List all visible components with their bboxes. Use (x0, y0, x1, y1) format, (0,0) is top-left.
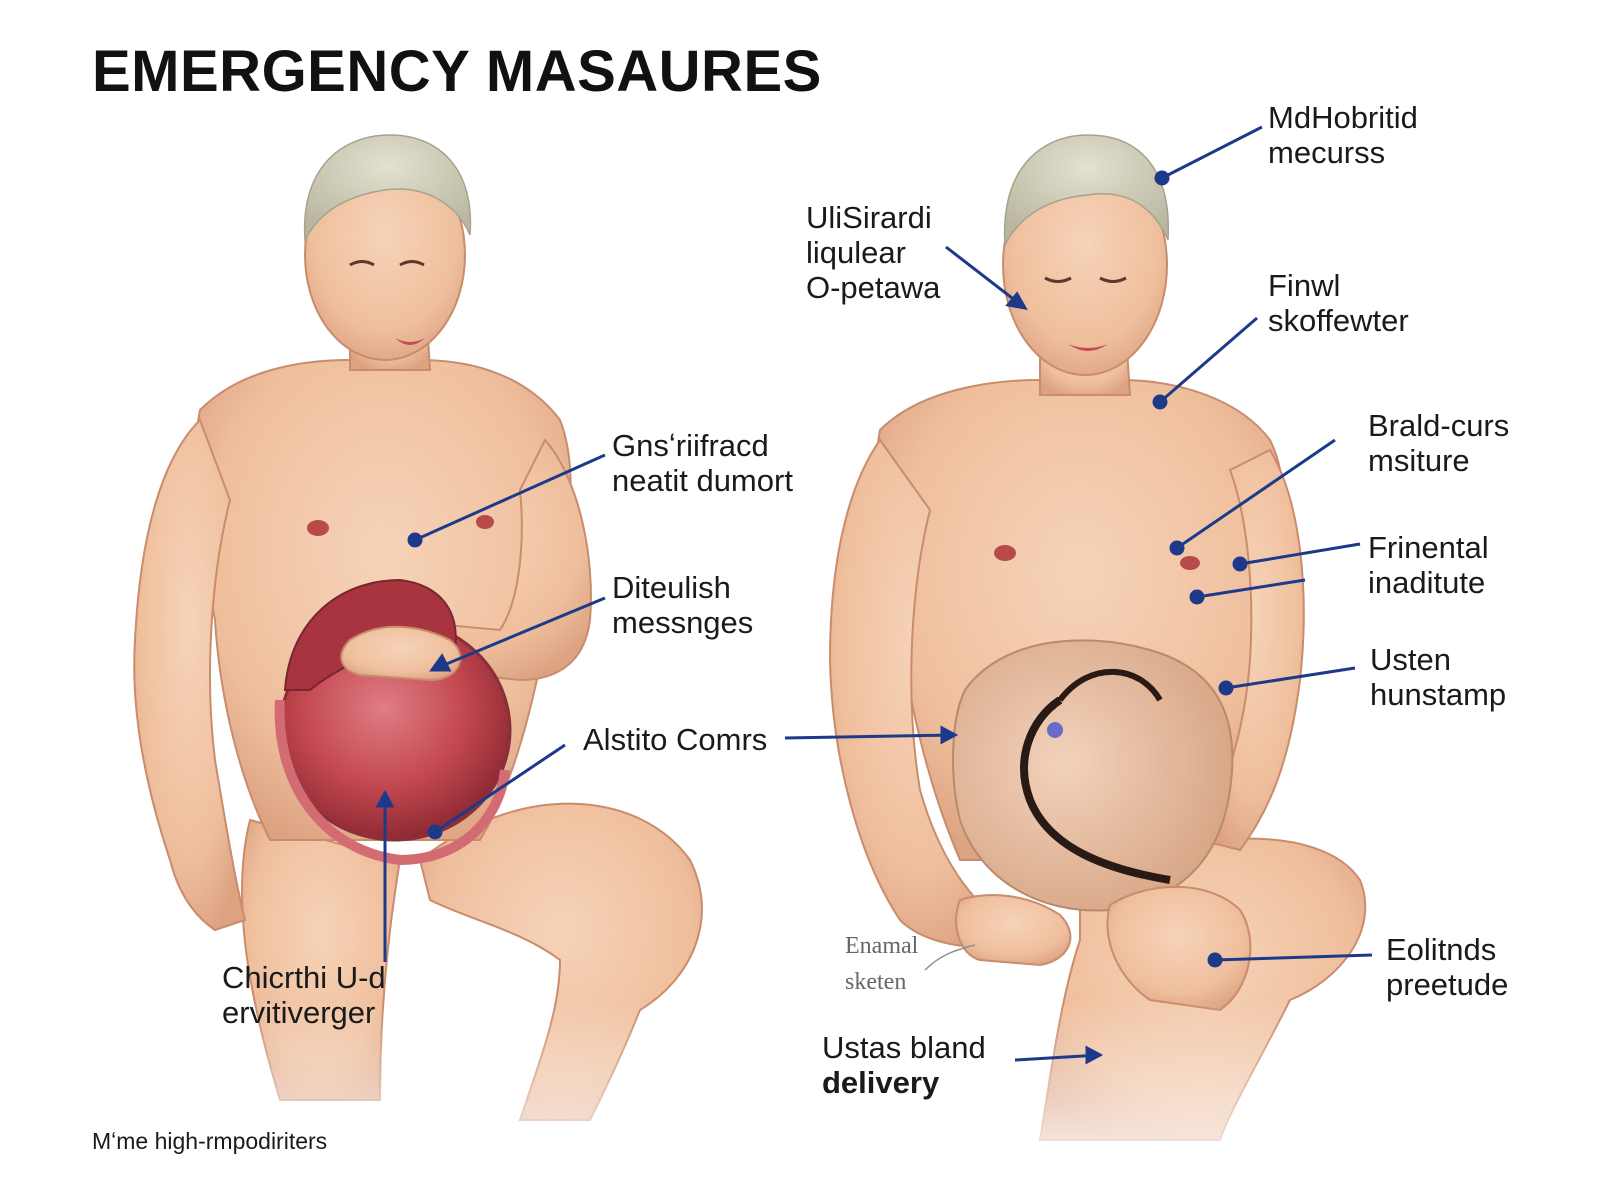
left-figure-hand (340, 625, 462, 682)
left-figure (133, 134, 703, 1121)
pointer-finwl (1159, 316, 1258, 404)
right-figure-lips (1068, 344, 1108, 351)
label-finwl: Finwl skoffewter (1268, 268, 1409, 338)
right-figure-nipple-right (994, 545, 1016, 561)
pointer-gnsriifracd (414, 453, 606, 542)
label-alstito: Alstito Comrs (583, 722, 768, 757)
pointer-ulisirardi (945, 245, 1026, 310)
label-braldcurrs: Brald-curs msiture (1368, 408, 1510, 478)
right-figure-nipple-left (1180, 556, 1200, 570)
left-figure-eye-right (399, 260, 425, 267)
footer-caption: Mʻme high-rmpodiriters (92, 1128, 328, 1154)
left-figure-nipple-right (307, 520, 329, 536)
right-figure-hair (1003, 134, 1170, 248)
left-figure-eye-left (349, 260, 375, 267)
label-eolitnds: Eolitnds preetude (1386, 932, 1509, 1002)
label-frinental: Frinental inaditute (1368, 530, 1489, 600)
left-figure-right-arm (133, 418, 247, 932)
label-ustas: Ustas bland delivery (822, 1030, 986, 1100)
pointer-alstito (784, 733, 956, 740)
left-figure-organ-ring (274, 699, 510, 866)
pointer-braldcurrs (1176, 438, 1336, 550)
label-ulisirardi: UliSirardi liqulear O-petawa (806, 200, 941, 305)
label-diteulish: Diteulish messnges (612, 570, 754, 640)
pointer-enamal (924, 944, 976, 971)
right-figure-left-arm (1198, 448, 1305, 852)
left-figure-nipple-left (476, 515, 494, 529)
right-figure-hand-right (955, 894, 1072, 967)
pointer-eolitnds (1214, 953, 1373, 962)
pointer-mdhobritid (1161, 125, 1263, 180)
page-title: EMERGENCY MASAURES (92, 39, 822, 104)
left-figure-hair (303, 134, 472, 243)
pointer-alstito-left (434, 743, 566, 834)
right-figure-belly-contour (1020, 696, 1171, 884)
pointer-frinental-a (1239, 542, 1361, 566)
bottom-fade (0, 1000, 1600, 1200)
pointer-frinental-b (1196, 578, 1306, 599)
right-figure-right-arm (828, 438, 1012, 948)
label-usten: Usten hunstamp (1370, 642, 1507, 712)
right-figure-belly (952, 639, 1234, 912)
label-gnsriifracd: Gnsʻriifracd neatit dumort (612, 428, 793, 498)
pointer-usten (1225, 666, 1356, 690)
label-enamal: Enamal sketen (845, 933, 919, 995)
label-mdhobritid: MdHobritid mecurss (1268, 100, 1418, 170)
right-figure-eye-left (1044, 276, 1072, 283)
right-figure-eye-right (1099, 276, 1127, 283)
right-figure-marker (1047, 722, 1063, 738)
label-chicrthi: Chicrthi U-d ervitiverger (222, 960, 386, 1030)
right-figure (828, 134, 1367, 1141)
left-figure-lips (395, 338, 425, 345)
pointer-diteulish (431, 596, 606, 672)
pointer-lines (375, 125, 1373, 1065)
